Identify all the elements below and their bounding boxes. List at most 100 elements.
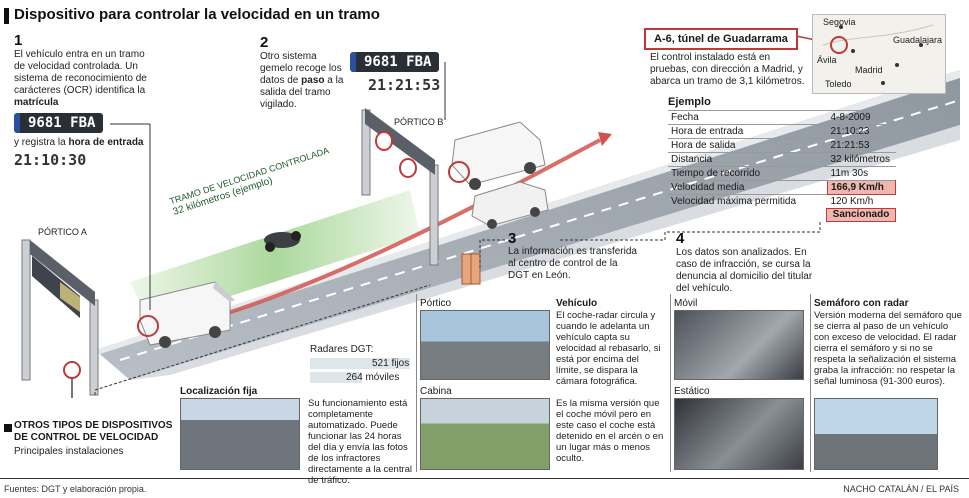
map-city-avila: Ávila: [817, 55, 837, 65]
example-row-label: Hora de salida: [668, 138, 828, 153]
speed-limit-sign: [63, 361, 81, 398]
step-2-text-b: a la salida del tramo vigilado.: [260, 75, 344, 110]
section-marker: [4, 424, 12, 432]
step-2-number: 2: [260, 34, 269, 51]
divider-1: [416, 294, 417, 472]
connector-3-4: [560, 222, 821, 241]
step-4: 4 Los datos son analizados. En caso de i…: [676, 230, 826, 295]
example-row-label: Velocidad media: [668, 180, 828, 195]
estatico-photo: [674, 398, 804, 470]
step-1-text-a: El vehículo entra en un tramo de velocid…: [14, 49, 147, 96]
portico-a-gantry: [21, 239, 99, 396]
step-2-text: Otro sistema gemelo recoge los datos de …: [260, 51, 350, 111]
location-map: Segovia Guadalajara Ávila Madrid Toledo: [812, 14, 946, 94]
step-1-text-b: y registra la: [14, 137, 66, 148]
divider-2: [670, 294, 671, 472]
portico-b-gantry: [361, 108, 439, 266]
example-row-value: 21:21:53: [827, 138, 896, 153]
portico-a-label: PÓRTICO A: [38, 227, 87, 237]
license-plate-1: 9681 FBA: [14, 113, 104, 133]
semaforo-text: Versión moderna del semáforo que se cier…: [814, 310, 962, 387]
semaforo-title: Semáforo con radar: [814, 298, 909, 309]
step-3-number: 3: [508, 230, 517, 247]
step-1-bold-a: matrícula: [14, 97, 59, 108]
portico-b-label: PÓRTICO B: [394, 117, 444, 127]
step-1-bold-b: hora de entrada: [68, 137, 144, 148]
photo-label-cabina: Cabina: [420, 386, 452, 397]
photo-label-estatico: Estático: [674, 386, 710, 397]
portico-photo: [420, 310, 550, 380]
example-row-label: Distancia: [668, 152, 828, 167]
step-2-text-a: Otro sistema gemelo recoge los datos de: [260, 51, 342, 86]
vehiculo-text-2: Es la misma versión que el coche móvil p…: [556, 398, 664, 464]
step-4-text: Los datos son analizados. En caso de inf…: [676, 247, 813, 294]
footer-rule: [0, 478, 969, 479]
exit-time: 21:21:53: [368, 76, 441, 94]
step-1-text: El vehículo entra en un tramo de velocid…: [14, 49, 154, 109]
example-row-value: 4-8-2009: [827, 110, 896, 125]
others-title-2: DE CONTROL DE VELOCIDAD: [14, 432, 159, 443]
car: [471, 181, 549, 229]
radares-fijos-bar: [310, 358, 410, 369]
step-2-plate-wrap: 9681 FBA: [350, 52, 440, 72]
map-city-toledo: Toledo: [825, 79, 852, 89]
vehiculo-title: Vehículo: [556, 298, 598, 309]
example-title: Ejemplo: [668, 96, 711, 108]
step-3: 3 La información es transferida al centr…: [508, 230, 638, 282]
van-exiting: [448, 121, 546, 190]
radares-title: Radares DGT:: [310, 344, 374, 355]
map-shapes: [822, 24, 934, 85]
connector-to-3: [479, 239, 505, 268]
footer-sources: Fuentes: DGT y elaboración propia.: [4, 484, 147, 494]
radares-fijos: 521 fijos: [372, 358, 410, 369]
radares-moviles-bar: [310, 372, 362, 383]
connector-bottom: [94, 284, 431, 395]
fija-text: Su funcionamiento está completamente aut…: [308, 398, 413, 486]
example-row-label: Fecha: [668, 110, 828, 125]
entry-time: 21:10:30: [14, 151, 87, 169]
location-label: A-6, túnel de Guadarrama: [644, 28, 798, 50]
divider-3: [810, 294, 811, 472]
step-4-number: 4: [676, 230, 685, 247]
license-plate-2: 9681 FBA: [350, 52, 440, 72]
step-1-number: 1: [14, 32, 23, 49]
motorbike: [264, 231, 301, 252]
others-sub: Principales instalaciones: [14, 446, 124, 457]
step-1-plate-wrap: 9681 FBA: [14, 113, 154, 133]
movil-photo: [674, 310, 804, 380]
lane-marking: [119, 99, 961, 361]
map-city-madrid: Madrid: [855, 65, 883, 75]
fija-title: Localización fija: [180, 386, 258, 397]
step-3-text: La información es transferida al centro …: [508, 246, 637, 281]
step-1: 1 El vehículo entra en un tramo de veloc…: [14, 32, 154, 169]
cabina-photo: [420, 398, 550, 470]
photo-label-movil: Móvil: [674, 298, 698, 309]
footer-credit: NACHO CATALÁN / EL PAÍS: [843, 484, 959, 494]
title-marker: [4, 8, 9, 24]
van-entering: [137, 281, 235, 348]
step-1-text-2: y registra la hora de entrada: [14, 137, 154, 149]
example-row-value: 32 kilómetros: [827, 152, 896, 167]
fija-photo: [180, 398, 300, 470]
example-row-label: Velocidad máxima permitida: [668, 194, 828, 209]
step-2-bold: paso: [301, 75, 325, 86]
result-badge: Sancionado: [826, 208, 896, 222]
example-row-label: Hora de entrada: [668, 124, 828, 139]
others-title-1: OTROS TIPOS DE DISPOSITIVOS: [14, 420, 173, 431]
photo-label-portico: Pórtico: [420, 298, 452, 309]
control-box: [461, 253, 481, 285]
example-row-value: 120 Km/h: [827, 194, 896, 209]
map-city-guadalajara: Guadalajara: [893, 35, 943, 45]
step-2: 2 Otro sistema gemelo recoge los datos d…: [260, 34, 350, 111]
map-city-segovia: Segovia: [823, 17, 856, 27]
semaforo-photo: [814, 398, 938, 470]
others-title: OTROS TIPOS DE DISPOSITIVOS DE CONTROL D…: [14, 420, 172, 444]
